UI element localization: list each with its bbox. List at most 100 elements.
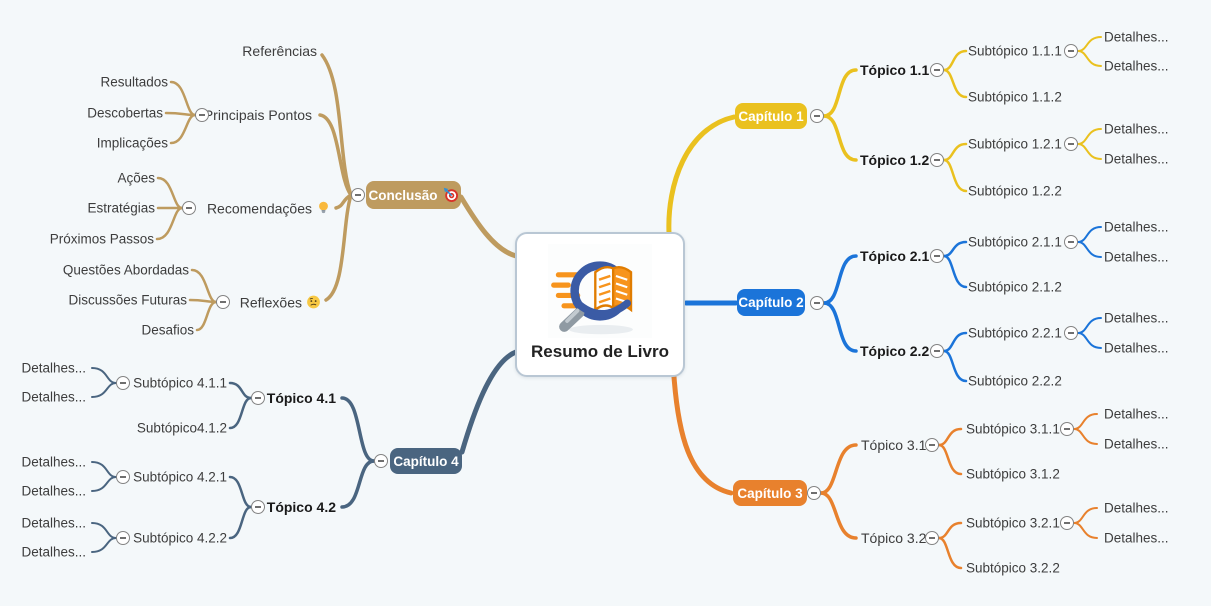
subtopic-3-1-2[interactable]: Subtópico 3.1.2 <box>966 466 1060 482</box>
subtopic-4-2-2[interactable]: Subtópico 4.2.2 <box>133 530 227 546</box>
detail-3-2-1-a[interactable]: Detalhes... <box>1104 500 1169 516</box>
branch-capitulo-4-label: Capítulo 4 <box>393 453 459 469</box>
detail-2-2-1-b[interactable]: Detalhes... <box>1104 340 1169 356</box>
collapse-button-subtopic-2-2-1[interactable] <box>1064 326 1078 340</box>
topic-1-1[interactable]: Tópico 1.1 <box>860 62 930 78</box>
collapse-button-topic-1-1[interactable] <box>930 63 944 77</box>
book-magnifier-logo <box>548 244 652 338</box>
branch-conclusao-label: Conclusão <box>368 187 438 203</box>
detail-1-1-1-a[interactable]: Detalhes... <box>1104 29 1169 45</box>
lightbulb-icon <box>319 201 328 214</box>
detail-4-2-1-a[interactable]: Detalhes... <box>21 454 86 470</box>
branch-capitulo-2-label: Capítulo 2 <box>738 295 804 310</box>
collapse-button-conclusao[interactable] <box>351 188 365 202</box>
collapse-button-topic-1-2[interactable] <box>930 153 944 167</box>
subtopic-2-2-1[interactable]: Subtópico 2.2.1 <box>968 325 1062 341</box>
links-capitulo2 <box>683 226 1102 383</box>
subtopic-1-2-1[interactable]: Subtópico 1.2.1 <box>968 136 1062 152</box>
collapse-button-subtopic-1-1-1[interactable] <box>1064 44 1078 58</box>
topic-2-2[interactable]: Tópico 2.2 <box>860 343 930 359</box>
node-estrategias[interactable]: Estratégias <box>87 200 155 216</box>
branch-conclusao[interactable]: Conclusão <box>366 181 461 209</box>
collapse-button-subtopic-4-1-1[interactable] <box>116 376 130 390</box>
node-desafios[interactable]: Desafios <box>141 322 194 338</box>
links-capitulo4 <box>91 349 519 553</box>
node-descobertas[interactable]: Descobertas <box>87 105 163 121</box>
collapse-button-subtopic-1-2-1[interactable] <box>1064 137 1078 151</box>
subtopic-4-1-2[interactable]: Subtópico4.1.2 <box>136 420 227 436</box>
collapse-button-topic-4-2[interactable] <box>251 500 265 514</box>
links-capitulo3 <box>671 374 1098 570</box>
detail-3-2-1-b[interactable]: Detalhes... <box>1104 530 1169 546</box>
detail-4-1-1-a[interactable]: Detalhes... <box>21 360 86 376</box>
subtopic-3-2-2[interactable]: Subtópico 3.2.2 <box>966 560 1060 576</box>
branch-capitulo-2[interactable]: Capítulo 2 <box>737 289 805 316</box>
topic-2-1[interactable]: Tópico 2.1 <box>860 248 930 264</box>
node-acoes[interactable]: Ações <box>117 170 155 186</box>
subtopic-4-1-1[interactable]: Subtópico 4.1.1 <box>133 375 227 391</box>
detail-2-2-1-a[interactable]: Detalhes... <box>1104 310 1169 326</box>
node-recomendacoes[interactable]: Recomendações <box>207 201 331 216</box>
subtopic-1-1-1[interactable]: Subtópico 1.1.1 <box>968 43 1062 59</box>
collapse-button-subtopic-3-1-1[interactable] <box>1060 422 1074 436</box>
detail-4-1-1-b[interactable]: Detalhes... <box>21 389 86 405</box>
subtopic-2-1-1[interactable]: Subtópico 2.1.1 <box>968 234 1062 250</box>
collapse-button-subtopic-4-2-2[interactable] <box>116 531 130 545</box>
node-resultados[interactable]: Resultados <box>100 74 168 90</box>
collapse-button-topic-2-2[interactable] <box>930 344 944 358</box>
subtopic-2-1-2[interactable]: Subtópico 2.1.2 <box>968 279 1062 295</box>
subtopic-3-1-1[interactable]: Subtópico 3.1.1 <box>966 421 1060 437</box>
target-icon <box>443 187 458 202</box>
collapse-button-subtopic-3-2-1[interactable] <box>1060 516 1074 530</box>
detail-4-2-1-b[interactable]: Detalhes... <box>21 483 86 499</box>
collapse-button-topic-3-1[interactable] <box>925 438 939 452</box>
links-capitulo1 <box>666 36 1102 236</box>
subtopic-2-2-2[interactable]: Subtópico 2.2.2 <box>968 373 1062 389</box>
subtopic-1-1-2[interactable]: Subtópico 1.1.2 <box>968 89 1062 105</box>
collapse-button-reflexoes[interactable] <box>216 295 230 309</box>
collapse-button-subtopic-2-1-1[interactable] <box>1064 235 1078 249</box>
collapse-button-capitulo-4[interactable] <box>374 454 388 468</box>
detail-2-1-1-a[interactable]: Detalhes... <box>1104 219 1169 235</box>
collapse-button-capitulo-2[interactable] <box>810 296 824 310</box>
subtopic-1-2-2[interactable]: Subtópico 1.2.2 <box>968 183 1062 199</box>
branch-capitulo-3[interactable]: Capítulo 3 <box>733 480 807 506</box>
collapse-button-capitulo-3[interactable] <box>807 486 821 500</box>
detail-4-2-2-b[interactable]: Detalhes... <box>21 544 86 560</box>
node-principais-pontos[interactable]: Principais Pontos <box>203 107 312 123</box>
branch-capitulo-3-label: Capítulo 3 <box>737 485 803 501</box>
node-reflexoes[interactable]: Reflexões <box>240 295 321 310</box>
collapse-button-topic-3-2[interactable] <box>925 531 939 545</box>
central-topic[interactable]: Resumo de Livro <box>515 232 685 377</box>
central-topic-title: Resumo de Livro <box>531 342 669 361</box>
subtopic-3-2-1[interactable]: Subtópico 3.2.1 <box>966 515 1060 531</box>
node-questoes-abordadas[interactable]: Questões Abordadas <box>62 262 189 278</box>
collapse-button-capitulo-1[interactable] <box>810 109 824 123</box>
topic-3-2[interactable]: Tópico 3.2 <box>861 530 927 546</box>
node-referencias[interactable]: Referências <box>242 43 317 59</box>
branch-capitulo-1-label: Capítulo 1 <box>738 108 804 124</box>
detail-3-1-1-b[interactable]: Detalhes... <box>1104 436 1169 452</box>
detail-2-1-1-b[interactable]: Detalhes... <box>1104 249 1169 265</box>
collapse-button-topic-2-1[interactable] <box>930 249 944 263</box>
detail-1-2-1-a[interactable]: Detalhes... <box>1104 121 1169 137</box>
detail-1-2-1-b[interactable]: Detalhes... <box>1104 151 1169 167</box>
branch-capitulo-1[interactable]: Capítulo 1 <box>735 103 807 129</box>
topic-1-2[interactable]: Tópico 1.2 <box>860 152 930 168</box>
node-implicacoes[interactable]: Implicações <box>96 135 168 151</box>
collapse-button-principais-pontos[interactable] <box>195 108 209 122</box>
branch-capitulo-4[interactable]: Capítulo 4 <box>390 448 462 474</box>
node-discussoes-futuras[interactable]: Discussões Futuras <box>68 292 187 308</box>
topic-3-1[interactable]: Tópico 3.1 <box>861 437 927 453</box>
subtopic-4-2-1[interactable]: Subtópico 4.2.1 <box>133 469 227 485</box>
collapse-button-recomendacoes[interactable] <box>182 201 196 215</box>
collapse-button-topic-4-1[interactable] <box>251 391 265 405</box>
topic-4-1[interactable]: Tópico 4.1 <box>266 390 336 406</box>
topic-4-2[interactable]: Tópico 4.2 <box>266 499 336 515</box>
detail-3-1-1-a[interactable]: Detalhes... <box>1104 406 1169 422</box>
thinking-face-icon <box>307 295 320 309</box>
detail-1-1-1-b[interactable]: Detalhes... <box>1104 58 1169 74</box>
node-proximos-passos[interactable]: Próximos Passos <box>49 231 154 247</box>
collapse-button-subtopic-4-2-1[interactable] <box>116 470 130 484</box>
detail-4-2-2-a[interactable]: Detalhes... <box>21 515 86 531</box>
